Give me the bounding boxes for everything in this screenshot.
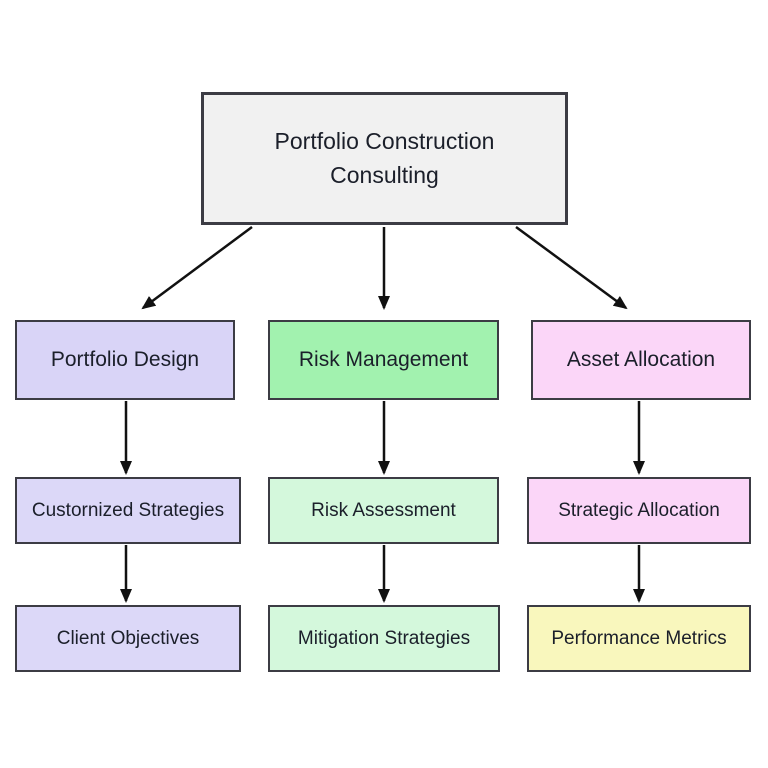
node-client-objectives: Client Objectives — [15, 605, 241, 672]
node-portfolio-design: Portfolio Design — [15, 320, 235, 400]
node-strategic-allocation: Strategic Allocation — [527, 477, 751, 544]
node-portfolio-construction-consulting: Portfolio Construction Consulting — [201, 92, 568, 225]
arrow-root-to-portfolio-design — [141, 225, 253, 310]
node-risk-management: Risk Management — [268, 320, 499, 400]
node-mitigation-strategies: Mitigation Strategies — [268, 605, 500, 672]
node-asset-allocation: Asset Allocation — [531, 320, 751, 400]
arrow-root-to-asset-allocation — [515, 225, 628, 310]
node-custornized-strategies: Custornized Strategies — [15, 477, 241, 544]
node-risk-assessment: Risk Assessment — [268, 477, 499, 544]
node-performance-metrics: Performance Metrics — [527, 605, 751, 672]
